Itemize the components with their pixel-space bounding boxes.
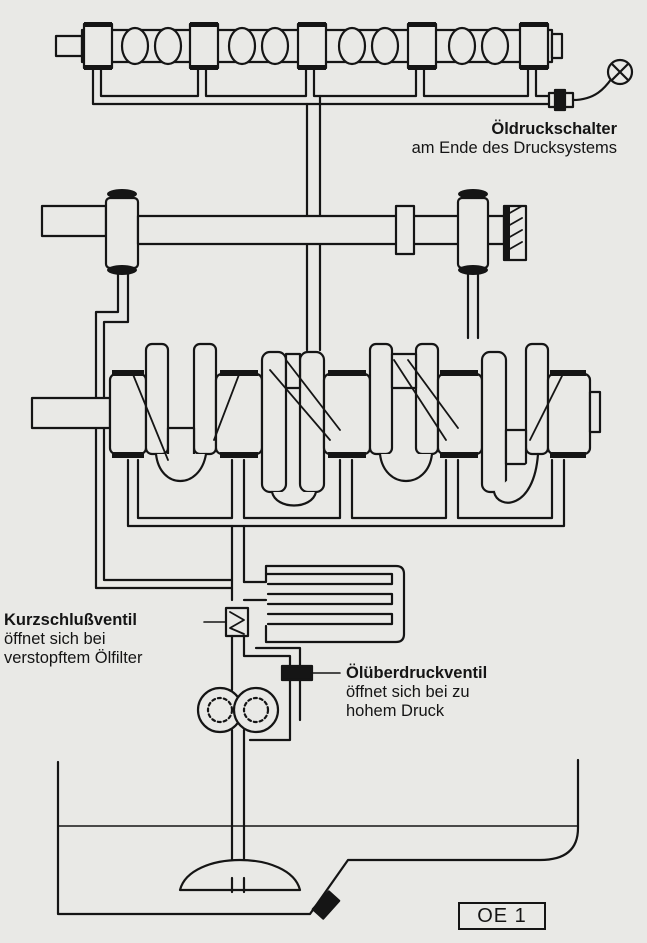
relief-valve-title: Ölüberdruckventil — [346, 664, 488, 682]
oil-pickup — [178, 728, 302, 894]
camshaft — [54, 22, 564, 70]
oil-pressure-switch-text: am Ende des Drucksystems — [411, 139, 617, 157]
crankshaft — [30, 342, 602, 507]
warning-lamp-icon — [606, 58, 634, 86]
bypass-valve-title: Kurzschlußventil — [4, 611, 137, 629]
figure-code: OE 1 — [458, 902, 546, 930]
relief-valve-icon — [280, 664, 341, 682]
oil-pressure-switch-label: Öldruckschalter am Ende des Drucksystems — [412, 120, 617, 158]
drain-plug-icon — [311, 890, 341, 920]
bypass-valve-label: Kurzschlußventil öffnet sich bei verstop… — [4, 611, 142, 668]
oil-pump-gears-icon — [196, 686, 280, 734]
relief-valve-text-2: hohem Druck — [346, 702, 445, 720]
pump-pressure-line — [230, 634, 302, 742]
intermediate-shaft — [40, 189, 528, 275]
oil-sump — [56, 758, 580, 916]
relief-valve-label: Ölüberdruckventil öffnet sich bei zu hoh… — [346, 664, 487, 721]
main-oil-gallery — [126, 458, 566, 602]
oil-pressure-switch-title: Öldruckschalter — [491, 120, 617, 138]
intermediate-shaft-oil-lines — [94, 270, 480, 590]
oil-pressure-switch-icon — [547, 76, 614, 112]
bypass-valve-text-2: verstopftem Ölfilter — [4, 649, 143, 667]
bypass-valve-text-1: öffnet sich bei — [4, 630, 106, 648]
oil-filter — [242, 564, 406, 644]
relief-valve-text-1: öffnet sich bei zu — [346, 683, 470, 701]
bypass-valve-icon — [203, 606, 250, 638]
